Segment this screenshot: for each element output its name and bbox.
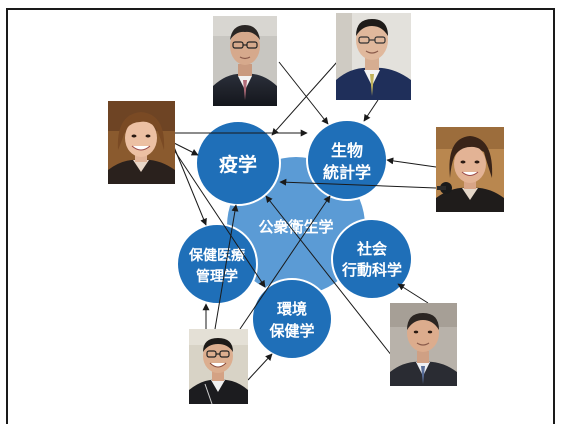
node-environmental-health-line2: 保健学	[268, 322, 314, 340]
node-health-management-line2: 管理学	[196, 268, 238, 285]
photo-woman-smiling	[108, 101, 175, 184]
node-biostatistics[interactable]: 生物 統計学	[306, 119, 388, 201]
arrow-mic-woman-to-biostatistics	[386, 157, 437, 168]
node-health-management[interactable]: 保健医療 管理学	[176, 223, 258, 305]
arrow-bottom-man-to-epidemiology	[214, 204, 239, 330]
arrow-right-man-to-social	[397, 283, 429, 304]
photo-man-bottom-left	[189, 329, 248, 405]
node-epidemiology[interactable]: 疫学	[195, 120, 281, 206]
arrow-woman-to-environmental	[173, 149, 266, 288]
node-biostatistics-line2: 統計学	[323, 163, 371, 182]
arrow-top-man-to-biostatistics	[278, 61, 329, 125]
arrow-bottom-man-to-environmental	[247, 353, 273, 381]
node-social-behavioral-line1: 社会	[356, 240, 387, 258]
arrow-right-man-to-epidemiology	[265, 195, 393, 357]
arrow-young-man-to-biostatistics	[363, 99, 379, 122]
arrow-mic-woman-to-epidemiology	[279, 178, 437, 189]
center-label: 公衆衛生学	[258, 218, 333, 236]
photo-woman-microphone	[436, 127, 504, 212]
node-health-management-line1: 保健医療	[188, 247, 246, 264]
node-environmental-health[interactable]: 環境 保健学	[251, 278, 333, 360]
arrow-young-man-to-epidemiology	[271, 61, 338, 136]
arrow-woman-to-epidemiology	[173, 142, 199, 156]
photo-man-bottom-right	[390, 303, 457, 386]
node-environmental-health-line1: 環境	[277, 300, 307, 318]
connector-arrows	[173, 61, 437, 381]
node-social-behavioral-line2: 行動科学	[341, 261, 402, 279]
slide-frame	[6, 8, 555, 424]
node-epidemiology-label: 疫学	[219, 153, 257, 176]
arrow-woman-to-management	[173, 146, 207, 226]
node-biostatistics-line1: 生物	[331, 141, 363, 160]
node-social-behavioral[interactable]: 社会 行動科学	[331, 218, 413, 300]
photo-man-glasses-top	[213, 16, 277, 106]
arrow-bottom-man-to-biostatistics	[239, 195, 331, 330]
photo-man-young-glasses	[336, 13, 411, 100]
